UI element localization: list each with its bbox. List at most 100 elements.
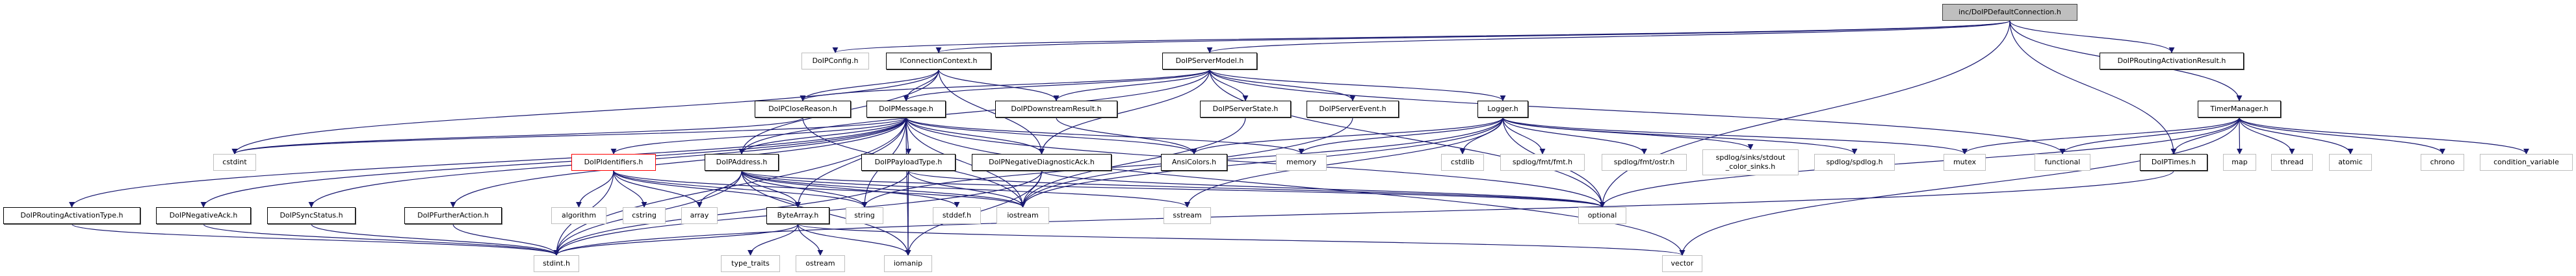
edge-address-to-string bbox=[741, 170, 868, 208]
edge-timermgr-to-vector bbox=[1679, 117, 2240, 256]
edge-iconn-to-closereason bbox=[800, 69, 939, 101]
edge-timermgr-to-map bbox=[2236, 117, 2243, 155]
edge-logger-to-ostr bbox=[1502, 117, 1647, 155]
node-root[interactable]: inc/DoIPDefaultConnection.h bbox=[1942, 4, 2077, 21]
edge-times-to-stdint bbox=[553, 170, 2174, 256]
edge-bytearray-to-stdint bbox=[553, 223, 799, 256]
node-optional: optional bbox=[1578, 207, 1626, 224]
node-identifiers[interactable]: DoIPIdentifiers.h bbox=[571, 154, 656, 171]
node-routactres[interactable]: DoIPRoutingActivationResult.h bbox=[2100, 53, 2244, 69]
edge-root-to-servermodel bbox=[1206, 20, 2010, 53]
edge-address-to-optional bbox=[741, 170, 1606, 208]
edge-timermgr-to-mutex bbox=[1962, 117, 2240, 155]
node-array: array bbox=[681, 207, 718, 224]
edge-payloadtype-to-optional bbox=[907, 170, 1606, 208]
node-spdlog: spdlog/spdlog.h bbox=[1814, 154, 1895, 171]
node-functional: functional bbox=[2035, 154, 2090, 171]
edge-message-to-memory bbox=[905, 117, 1305, 155]
node-negdiagack[interactable]: DoIPNegativeDiagnosticAck.h bbox=[972, 154, 1112, 171]
node-sinks: spdlog/sinks/stdout _color_sinks.h bbox=[1702, 149, 1799, 175]
node-ansicolors[interactable]: AnsiColors.h bbox=[1161, 154, 1227, 171]
node-address[interactable]: DoIPAddress.h bbox=[705, 154, 779, 171]
edge-identifiers-to-cstring bbox=[613, 170, 647, 208]
node-atomic: atomic bbox=[2329, 154, 2372, 171]
edge-root-to-config bbox=[833, 20, 2010, 53]
edge-servermodel-to-logger bbox=[1209, 69, 1506, 101]
node-bytearray[interactable]: ByteArray.h bbox=[766, 207, 829, 224]
edge-logger-to-sinks bbox=[1502, 117, 1754, 150]
node-negack[interactable]: DoIPNegativeAck.h bbox=[156, 207, 251, 224]
node-iomanip: iomanip bbox=[884, 255, 932, 272]
node-syncstatus[interactable]: DoIPSyncStatus.h bbox=[267, 207, 356, 224]
node-typetraits: type_traits bbox=[721, 255, 780, 272]
edge-identifiers-to-string bbox=[613, 170, 868, 208]
node-string: string bbox=[846, 207, 883, 224]
edge-identifiers-to-bytearray bbox=[613, 170, 801, 208]
node-ostr: spdlog/fmt/ostr.h bbox=[1602, 154, 1687, 171]
edge-logger-to-cstdlib bbox=[1459, 117, 1503, 155]
node-downstream[interactable]: DoIPDownstreamResult.h bbox=[995, 101, 1117, 118]
node-iconn[interactable]: IConnectionContext.h bbox=[886, 53, 991, 69]
edge-timermgr-to-chrono bbox=[2239, 117, 2445, 155]
node-stddef: stddef.h bbox=[933, 207, 981, 224]
edge-bytearray-to-typetraits bbox=[748, 223, 799, 256]
edge-message-to-optional bbox=[905, 117, 1606, 208]
node-times[interactable]: DoIPTimes.h bbox=[2140, 154, 2207, 171]
edge-address-to-bytearray bbox=[741, 170, 801, 208]
edge-address-to-stddef bbox=[741, 170, 960, 208]
edge-message-to-negack bbox=[200, 117, 907, 208]
edge-root-to-iconn bbox=[936, 20, 2010, 53]
node-serverstate[interactable]: DoIPServerState.h bbox=[1200, 101, 1291, 118]
node-furtheraction[interactable]: DoIPFurtherAction.h bbox=[404, 207, 502, 224]
node-mutex: mutex bbox=[1944, 154, 1986, 171]
edge-payloadtype-to-iostream bbox=[907, 170, 1026, 208]
node-ostream: ostream bbox=[796, 255, 845, 272]
edge-root-to-optional bbox=[1599, 20, 2010, 208]
node-logger[interactable]: Logger.h bbox=[1477, 101, 1528, 118]
edge-servermodel-to-optional bbox=[1209, 69, 1606, 208]
edge-timermgr-to-optional bbox=[1599, 117, 2240, 208]
edge-timermgr-to-functional bbox=[2059, 117, 2240, 155]
node-servermodel[interactable]: DoIPServerModel.h bbox=[1162, 53, 1257, 69]
edge-payloadtype-to-stdint bbox=[553, 170, 909, 256]
edge-identifiers-to-algorithm bbox=[576, 170, 614, 208]
node-algorithm: algorithm bbox=[551, 207, 606, 224]
node-condvar: condition_variable bbox=[2480, 154, 2573, 171]
node-map: map bbox=[2223, 154, 2256, 171]
edge-message-to-negdiagack bbox=[905, 117, 1045, 155]
edge-message-to-vector bbox=[905, 117, 1685, 256]
edge-logger-to-memory bbox=[1298, 117, 1503, 155]
edge-message-to-iostream bbox=[905, 117, 1026, 208]
edge-downstream-to-ansicolors bbox=[1056, 117, 1197, 155]
edge-timermgr-to-atomic bbox=[2239, 117, 2354, 155]
edge-identifiers-to-iostream bbox=[613, 170, 1026, 208]
node-serverevent[interactable]: DoIPServerEvent.h bbox=[1307, 101, 1399, 118]
edge-negdiagack-to-optional bbox=[1041, 170, 1606, 208]
edge-message-to-bytearray bbox=[795, 117, 907, 208]
edge-logger-to-fmt bbox=[1502, 117, 1546, 155]
edge-servermodel-to-message bbox=[903, 69, 1210, 101]
node-routacttype[interactable]: DoIPRoutingActivationType.h bbox=[3, 207, 140, 224]
edge-furtheraction-to-stdint bbox=[452, 223, 560, 256]
node-vector: vector bbox=[1662, 255, 1702, 272]
edge-servermodel-to-negdiagack bbox=[1039, 69, 1210, 155]
edge-logger-to-spdlog bbox=[1502, 117, 1858, 155]
edge-servermodel-to-serverstate bbox=[1209, 69, 1249, 101]
edge-message-to-ansicolors bbox=[905, 117, 1197, 155]
edge-servermodel-to-closereason bbox=[800, 69, 1210, 101]
node-message[interactable]: DoIPMessage.h bbox=[866, 101, 946, 118]
node-chrono: chrono bbox=[2421, 154, 2464, 171]
edge-timermgr-to-times bbox=[2170, 117, 2240, 155]
node-closereason[interactable]: DoIPCloseReason.h bbox=[755, 101, 851, 118]
edge-message-to-address bbox=[738, 117, 907, 155]
node-timermgr[interactable]: TimerManager.h bbox=[2198, 101, 2281, 118]
node-config: DoIPConfig.h bbox=[801, 53, 869, 69]
node-payloadtype[interactable]: DoIPPayloadType.h bbox=[861, 154, 956, 171]
edge-timermgr-to-thread bbox=[2239, 117, 2295, 155]
edge-closereason-to-cstdint bbox=[231, 117, 803, 155]
edge-servermodel-to-serverevent bbox=[1209, 69, 1356, 101]
node-fmt: spdlog/fmt/fmt.h bbox=[1500, 154, 1585, 171]
node-cstdlib: cstdlib bbox=[1441, 154, 1484, 171]
